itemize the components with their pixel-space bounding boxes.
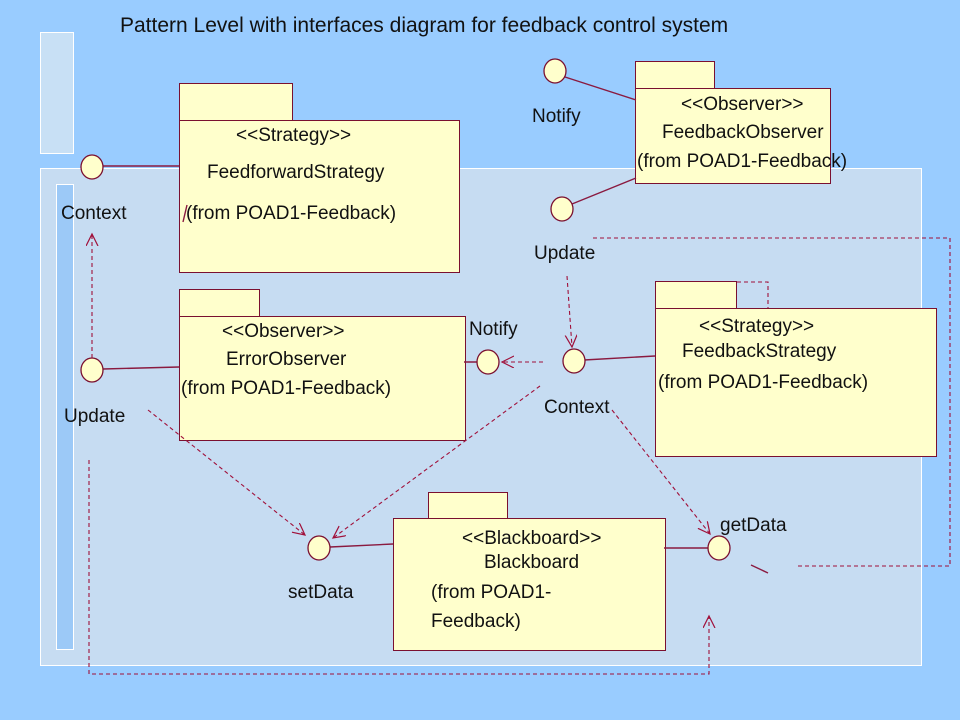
feedback-observer-package-tab (635, 61, 715, 90)
diagram-title: Pattern Level with interfaces diagram fo… (120, 14, 729, 37)
notify-mid-interface-icon (476, 349, 500, 375)
error-observer-package[interactable] (179, 316, 466, 441)
feedforward-strategy-package[interactable] (179, 120, 460, 273)
setdata-interface-icon (307, 535, 331, 561)
error-observer-name: ErrorObserver (226, 349, 347, 370)
setdata-label: setData (288, 582, 354, 603)
context-mid-interface-icon (562, 348, 586, 374)
arrow-update-loop-to-getdata (88, 460, 709, 675)
arrow-context-to-setdata (333, 385, 541, 538)
feedback-observer-stereotype: <<Observer>> (681, 94, 804, 115)
feedback-loop-right (593, 237, 951, 567)
feedforward-context-tick (182, 204, 188, 223)
setdata-stem (329, 543, 394, 548)
update-left-stem (102, 366, 180, 370)
blackboard-stereotype: <<Blackboard>> (462, 528, 602, 549)
notify-top-label: Notify (532, 106, 581, 127)
update-top-interface-icon (550, 196, 574, 222)
feedforward-strategy-package-tab (179, 83, 293, 122)
notify-mid-label: Notify (469, 319, 518, 340)
feedback-observer-name: FeedbackObserver (662, 122, 824, 143)
notify-top-interface-icon (543, 58, 567, 84)
getdata-stub (750, 564, 769, 574)
blackboard-origin-line1: (from POAD1- (431, 582, 552, 603)
update-top-stem (571, 177, 637, 205)
blackboard-origin-line2: Feedback) (431, 611, 521, 632)
context-mid-label: Context (544, 397, 610, 418)
arrow-context-to-getdata (611, 409, 710, 534)
error-observer-stereotype: <<Observer>> (222, 321, 345, 342)
decorative-side-strip (56, 184, 74, 650)
feedback-observer-package[interactable] (635, 88, 831, 184)
feedforward-stereotype: <<Strategy>> (236, 125, 352, 146)
feedback-strategy-stereotype: <<Strategy>> (699, 316, 815, 337)
update-left-interface-icon (80, 357, 104, 383)
getdata-label: getData (720, 515, 787, 536)
feedforward-name: FeedforwardStrategy (207, 162, 385, 183)
feedback-strategy-origin: (from POAD1-Feedback) (658, 372, 869, 393)
blackboard-package-tab (428, 492, 508, 520)
error-observer-origin: (from POAD1-Feedback) (181, 378, 392, 399)
feedforward-origin: (from POAD1-Feedback) (186, 203, 397, 224)
update-top-label: Update (534, 243, 596, 264)
arrow-observer-to-setdata (147, 409, 305, 535)
getdata-interface-icon (707, 535, 731, 561)
context-left-interface-icon (80, 154, 104, 180)
arrow-update-to-context-mid (567, 275, 572, 347)
notify-top-stem (564, 76, 637, 101)
update-left-label: Update (64, 406, 126, 427)
blackboard-package[interactable] (393, 518, 666, 651)
blackboard-name: Blackboard (484, 552, 580, 573)
feedback-strategy-package[interactable] (655, 308, 937, 457)
context-left-label: Context (61, 203, 127, 224)
feedback-observer-origin: (from POAD1-Feedback) (637, 151, 848, 172)
context-mid-stem (583, 355, 656, 361)
decorative-bar-top (40, 32, 74, 154)
feedback-strategy-name: FeedbackStrategy (682, 341, 837, 362)
feedback-loop-inner (737, 281, 769, 308)
